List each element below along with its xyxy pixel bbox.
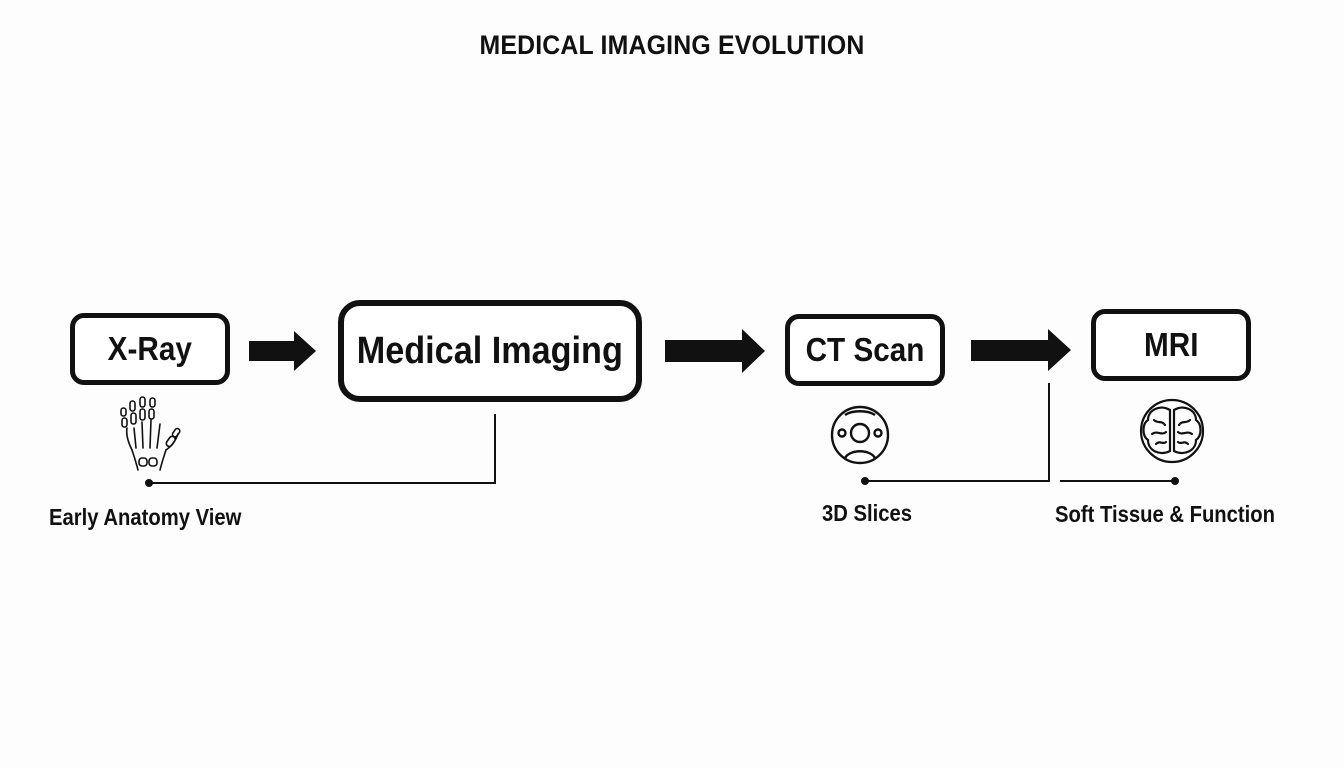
node-mri: MRI	[1091, 309, 1251, 381]
node-xray: X-Ray	[70, 313, 230, 385]
hand-skeleton-icon	[120, 396, 181, 471]
arrow-medical-imaging-to-ct-scan	[665, 329, 765, 373]
arrow-ct-scan-to-mri	[971, 329, 1071, 371]
ct-scanner-icon	[830, 405, 890, 465]
connector-dot-left	[145, 479, 153, 487]
connector-dot-ct	[861, 477, 869, 485]
connector-dot-mri	[1171, 477, 1179, 485]
node-medical-imaging: Medical Imaging	[338, 300, 642, 402]
caption-3d-slices: 3D Slices	[822, 500, 913, 526]
brain-icon	[1139, 398, 1205, 464]
node-xray-label: X-Ray	[107, 330, 193, 367]
node-mri-label: MRI	[1143, 326, 1199, 363]
arrow-xray-to-medical-imaging	[249, 331, 316, 371]
caption-soft-tissue-function: Soft Tissue & Function	[1055, 501, 1276, 527]
node-ct-scan-label: CT Scan	[805, 331, 925, 368]
caption-early-anatomy-view: Early Anatomy View	[49, 504, 242, 530]
connector-ct-caption	[865, 383, 1050, 482]
node-ct-scan: CT Scan	[785, 314, 945, 386]
node-medical-imaging-label: Medical Imaging	[356, 329, 624, 372]
diagram-title: MEDICAL IMAGING EVOLUTION	[479, 30, 865, 60]
connector-medical-imaging-to-xray-caption	[149, 414, 496, 484]
